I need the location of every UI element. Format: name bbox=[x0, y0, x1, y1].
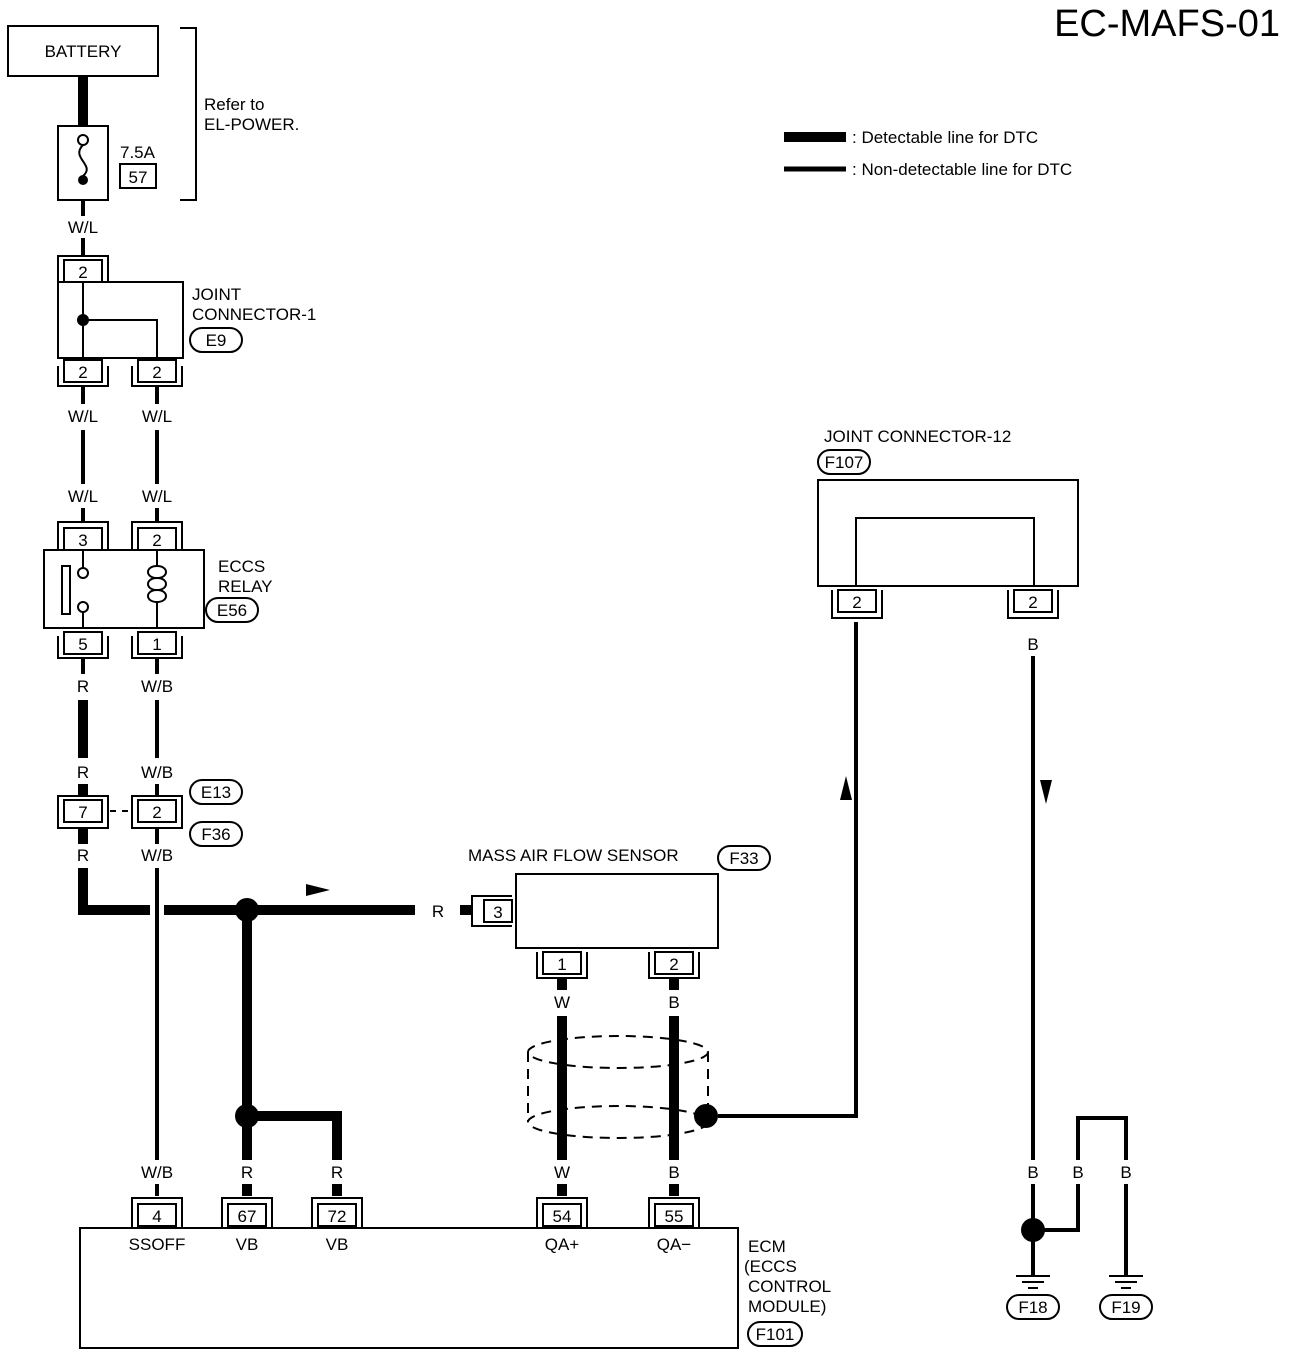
ecm-pin-number: 54 bbox=[553, 1207, 572, 1226]
eccs-relay: 3 2 5 1 ECCS RELAY E56 bbox=[43, 521, 273, 659]
inline-pin-left: 7 bbox=[78, 803, 87, 822]
ecm-label-line2: (ECCS bbox=[744, 1257, 797, 1276]
battery: BATTERY bbox=[7, 25, 159, 77]
ecm-pin-number: 4 bbox=[152, 1207, 161, 1226]
wire-color-b-gnd1: B bbox=[1027, 1163, 1038, 1182]
wire-color-b-ecm: B bbox=[668, 1163, 679, 1182]
relay-pin1: 1 bbox=[152, 635, 161, 654]
wire-color-wl-relay-left: W/L bbox=[68, 487, 98, 506]
wire-color-b-gnd3: B bbox=[1120, 1163, 1131, 1182]
j12-pin-left: 2 bbox=[852, 593, 861, 612]
inline-code-top: E13 bbox=[201, 783, 231, 802]
ecm-label-line4: MODULE) bbox=[748, 1297, 826, 1316]
relay-pin2: 2 bbox=[152, 531, 161, 550]
ecm-pin-name: QA− bbox=[657, 1235, 692, 1254]
legend-detectable: : Detectable line for DTC bbox=[852, 128, 1038, 147]
wire-color-wl-j1-left: W/L bbox=[68, 407, 98, 426]
ground-code-right: F19 bbox=[1111, 1298, 1140, 1317]
ground-symbol-left bbox=[1016, 1275, 1050, 1289]
ecm-code: F101 bbox=[756, 1325, 795, 1344]
wire-color-b-gnd2: B bbox=[1072, 1163, 1083, 1182]
j12-code: F107 bbox=[825, 453, 864, 472]
shield bbox=[527, 1035, 709, 1139]
ecm-pin-54: 54 QA+ bbox=[536, 1197, 588, 1254]
wire-color-r-conn-top: R bbox=[77, 763, 89, 782]
ecm-label-line1: ECM bbox=[748, 1237, 786, 1256]
j1-label-line2: CONNECTOR-1 bbox=[192, 305, 316, 324]
refer-line2: EL-POWER. bbox=[204, 115, 299, 134]
refer-bracket: Refer to EL-POWER. bbox=[180, 27, 299, 201]
ecm-pin-name: QA+ bbox=[545, 1235, 580, 1254]
ecm-pin-number: 67 bbox=[238, 1207, 257, 1226]
j12-pin-right: 2 bbox=[1028, 593, 1037, 612]
relay-code: E56 bbox=[217, 601, 247, 620]
legend-non-detectable: : Non-detectable line for DTC bbox=[852, 160, 1072, 179]
wire-color-wl-fuse: W/L bbox=[68, 218, 98, 237]
j1-pin-right: 2 bbox=[152, 363, 161, 382]
wire-color-wb-ecm: W/B bbox=[141, 1163, 173, 1182]
fuse-rating: 7.5A bbox=[120, 143, 156, 162]
ecm-pin-name: VB bbox=[236, 1235, 259, 1254]
joint-connector-1: 2 2 2 JOINT CONNECTOR-1 E9 bbox=[57, 255, 316, 387]
relay-label-line1: ECCS bbox=[218, 557, 265, 576]
ecm-label-line3: CONTROL bbox=[748, 1277, 831, 1296]
diagram-title: EC-MAFS-01 bbox=[1054, 3, 1280, 45]
wire-color-w-maf: W bbox=[554, 993, 570, 1012]
joint-connector-12: JOINT CONNECTOR-12 F107 2 2 bbox=[817, 427, 1079, 619]
wire-color-r-relay: R bbox=[77, 677, 89, 696]
wire-color-b-maf: B bbox=[668, 993, 679, 1012]
maf-pin3: 3 bbox=[493, 903, 502, 922]
wire-color-r-conn-bot: R bbox=[77, 846, 89, 865]
battery-label: BATTERY bbox=[45, 42, 122, 61]
ecm-pin-67: 67 VB bbox=[221, 1197, 273, 1254]
j1-label-line1: JOINT bbox=[192, 285, 241, 304]
ecm-pin-55: 55 QA− bbox=[648, 1197, 700, 1254]
legend: : Detectable line for DTC : Non-detectab… bbox=[784, 128, 1072, 179]
inline-connector: 7 2 E13 F36 bbox=[57, 779, 243, 847]
ecm-pin-number: 72 bbox=[328, 1207, 347, 1226]
wire-color-wb-conn-top: W/B bbox=[141, 763, 173, 782]
fuse-number: 57 bbox=[129, 168, 148, 187]
wire-color-wl-relay-right: W/L bbox=[142, 487, 172, 506]
j1-code: E9 bbox=[206, 331, 227, 350]
maf-pin1: 1 bbox=[557, 955, 566, 974]
j1-pin-top: 2 bbox=[78, 263, 87, 282]
j1-pin-left: 2 bbox=[78, 363, 87, 382]
ecm-pin-72: 72 VB bbox=[311, 1197, 363, 1254]
wire-color-wb-relay: W/B bbox=[141, 677, 173, 696]
wire-color-wb-conn-bot: W/B bbox=[141, 846, 173, 865]
refer-line1: Refer to bbox=[204, 95, 264, 114]
maf-code: F33 bbox=[729, 849, 758, 868]
ecm-pin-name: SSOFF bbox=[129, 1235, 186, 1254]
ecm-pin-4: 4 SSOFF bbox=[129, 1197, 186, 1254]
ecm-pin-number: 55 bbox=[665, 1207, 684, 1226]
mass-air-flow-sensor: MASS AIR FLOW SENSOR F33 3 1 2 bbox=[468, 845, 771, 979]
relay-pin3: 3 bbox=[78, 531, 87, 550]
ground-symbol-right bbox=[1109, 1275, 1143, 1289]
ground-code-left: F18 bbox=[1018, 1298, 1047, 1317]
ecm: 4 SSOFF 67 VB 72 VB 54 QA+ 55 QA− ECM bbox=[79, 1197, 831, 1349]
wire-color-r-maf: R bbox=[432, 902, 444, 921]
j12-label: JOINT CONNECTOR-12 bbox=[824, 427, 1011, 446]
relay-pin5: 5 bbox=[78, 635, 87, 654]
fuse: 7.5A 57 bbox=[57, 125, 157, 201]
ecm-pin-name: VB bbox=[326, 1235, 349, 1254]
wire-color-r-ecm72: R bbox=[331, 1163, 343, 1182]
wire-color-wl-j1-right: W/L bbox=[142, 407, 172, 426]
wire-color-w-ecm: W bbox=[554, 1163, 570, 1182]
wire-color-b-j12: B bbox=[1027, 635, 1038, 654]
maf-label: MASS AIR FLOW SENSOR bbox=[468, 846, 679, 865]
relay-label-line2: RELAY bbox=[218, 577, 273, 596]
inline-pin-right: 2 bbox=[152, 803, 161, 822]
inline-code-bottom: F36 bbox=[201, 825, 230, 844]
maf-pin2: 2 bbox=[669, 955, 678, 974]
wire-color-r-ecm67: R bbox=[241, 1163, 253, 1182]
